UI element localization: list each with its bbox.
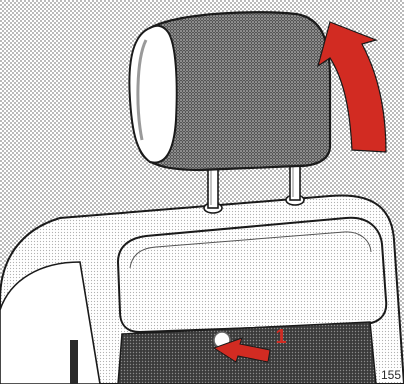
seat-side-trim <box>70 340 78 384</box>
figure-number: 155 <box>380 368 402 382</box>
step-marker: 1 <box>271 326 291 348</box>
seat-cushion-panel <box>118 218 386 332</box>
